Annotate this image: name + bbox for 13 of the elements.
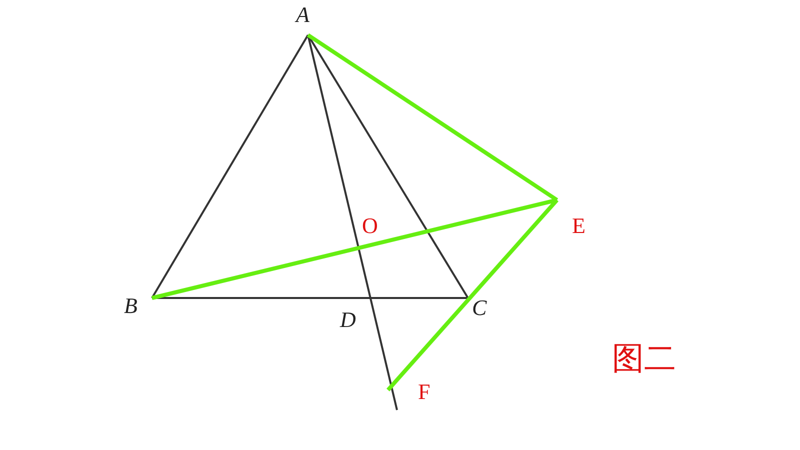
line-segment xyxy=(151,34,309,298)
point-label: C xyxy=(472,296,487,320)
line-segment xyxy=(307,34,398,410)
line-segment xyxy=(152,198,558,300)
point-label: F xyxy=(418,380,430,404)
point-label: O xyxy=(362,214,378,238)
point-label: A xyxy=(296,3,310,27)
point-label: D xyxy=(340,308,356,332)
figure-label: 图二 xyxy=(612,340,676,376)
line-segment xyxy=(386,198,558,392)
line-segment xyxy=(306,33,558,202)
point-label: B xyxy=(124,294,138,318)
point-label: E xyxy=(572,214,586,238)
